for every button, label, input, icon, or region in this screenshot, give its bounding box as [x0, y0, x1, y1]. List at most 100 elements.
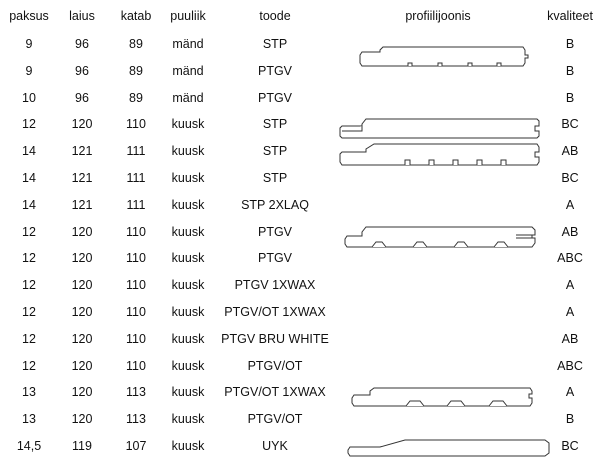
cell-puuliik: kuusk — [171, 198, 205, 212]
cell-toode: STP 2XLAQ — [241, 198, 309, 212]
cell-kvaliteet: B — [565, 64, 575, 78]
cell-toode: PTGV/OT 1XWAX — [224, 305, 326, 319]
cell-kvaliteet: B — [565, 37, 575, 51]
cell-puuliik: kuusk — [171, 278, 205, 292]
cell-katab: 107 — [125, 439, 147, 453]
cell-paksus: 10 — [22, 91, 36, 105]
cell-katab: 89 — [129, 37, 143, 51]
cell-kvaliteet: B — [565, 91, 575, 105]
cell-katab: 110 — [126, 251, 146, 265]
cell-paksus: 12 — [22, 117, 36, 131]
header-profiilijoonis: profiilijoonis — [405, 9, 471, 23]
cell-katab: 111 — [126, 144, 146, 158]
cell-puuliik: kuusk — [171, 385, 205, 399]
cell-puuliik: kuusk — [171, 171, 205, 185]
cell-toode: PTGV/OT — [247, 359, 303, 373]
cell-katab: 110 — [126, 305, 146, 319]
cell-paksus: 14,5 — [16, 439, 42, 453]
profile-drawing-ptgv — [344, 226, 536, 248]
cell-paksus: 14 — [22, 144, 36, 158]
header-katab: katab — [120, 9, 152, 23]
cell-toode: PTGV BRU WHITE — [221, 332, 329, 346]
cell-toode: STP — [262, 37, 288, 51]
cell-katab: 111 — [126, 171, 146, 185]
cell-laius: 120 — [71, 251, 93, 265]
header-toode: toode — [259, 9, 291, 23]
cell-kvaliteet: A — [565, 305, 575, 319]
cell-toode: PTGV — [257, 225, 293, 239]
cell-kvaliteet: BC — [561, 117, 579, 131]
cell-kvaliteet: B — [565, 412, 575, 426]
cell-toode: STP — [262, 171, 288, 185]
cell-kvaliteet: A — [565, 278, 575, 292]
cell-paksus: 12 — [22, 359, 36, 373]
cell-katab: 113 — [126, 385, 146, 399]
cell-toode: PTGV — [257, 251, 293, 265]
cell-katab: 89 — [129, 64, 143, 78]
cell-kvaliteet: AB — [561, 332, 579, 346]
cell-kvaliteet: AB — [561, 144, 579, 158]
cell-paksus: 12 — [22, 278, 36, 292]
cell-puuliik: mänd — [172, 64, 204, 78]
cell-puuliik: mänd — [172, 37, 204, 51]
profile-drawing-stp — [339, 118, 540, 139]
cell-toode: PTGV — [257, 64, 293, 78]
cell-puuliik: kuusk — [171, 332, 205, 346]
cell-puuliik: kuusk — [171, 412, 205, 426]
cell-katab: 110 — [126, 225, 146, 239]
header-kvaliteet: kvaliteet — [547, 9, 593, 23]
profile-drawing-uyk — [347, 439, 550, 457]
cell-katab: 110 — [126, 359, 146, 373]
cell-katab: 113 — [126, 412, 146, 426]
cell-toode: STP — [262, 117, 288, 131]
cell-kvaliteet: ABC — [557, 251, 583, 265]
profile-drawing-stp-narrow — [359, 46, 529, 67]
cell-laius: 96 — [75, 37, 89, 51]
cell-laius: 96 — [75, 64, 89, 78]
cell-laius: 96 — [75, 91, 89, 105]
cell-puuliik: kuusk — [171, 117, 205, 131]
cell-toode: UYK — [262, 439, 288, 453]
header-puuliik: puuliik — [170, 9, 206, 23]
cell-laius: 120 — [71, 225, 93, 239]
cell-laius: 120 — [71, 278, 93, 292]
cell-puuliik: kuusk — [171, 439, 205, 453]
cell-toode: PTGV 1XWAX — [234, 278, 316, 292]
cell-laius: 120 — [71, 305, 93, 319]
cell-paksus: 13 — [22, 412, 36, 426]
cell-toode: PTGV — [257, 91, 293, 105]
cell-paksus: 14 — [22, 198, 36, 212]
cell-katab: 89 — [129, 91, 143, 105]
cell-katab: 110 — [126, 117, 146, 131]
cell-kvaliteet: BC — [561, 171, 579, 185]
cell-laius: 119 — [72, 439, 92, 453]
cell-kvaliteet: A — [565, 385, 575, 399]
cell-paksus: 12 — [22, 305, 36, 319]
cell-laius: 120 — [71, 359, 93, 373]
cell-paksus: 12 — [22, 251, 36, 265]
cell-kvaliteet: AB — [561, 225, 579, 239]
cell-laius: 120 — [71, 412, 93, 426]
cell-laius: 120 — [71, 117, 93, 131]
cell-kvaliteet: A — [565, 198, 575, 212]
profile-drawing-stp-grooved — [339, 143, 540, 166]
cell-laius: 121 — [71, 171, 93, 185]
cell-katab: 111 — [126, 198, 146, 212]
cell-puuliik: mänd — [172, 91, 204, 105]
cell-paksus: 9 — [25, 37, 33, 51]
cell-laius: 120 — [71, 332, 93, 346]
cell-puuliik: kuusk — [171, 305, 205, 319]
header-laius: laius — [69, 9, 95, 23]
cell-toode: STP — [262, 144, 288, 158]
cell-laius: 121 — [71, 144, 93, 158]
cell-katab: 110 — [126, 332, 146, 346]
cell-toode: PTGV/OT 1XWAX — [224, 385, 326, 399]
cell-katab: 110 — [126, 278, 146, 292]
cell-toode: PTGV/OT — [247, 412, 303, 426]
cell-puuliik: kuusk — [171, 359, 205, 373]
cell-paksus: 9 — [25, 64, 33, 78]
profile-drawing-ptgv-ot — [351, 387, 533, 407]
cell-puuliik: kuusk — [171, 251, 205, 265]
cell-laius: 121 — [71, 198, 93, 212]
